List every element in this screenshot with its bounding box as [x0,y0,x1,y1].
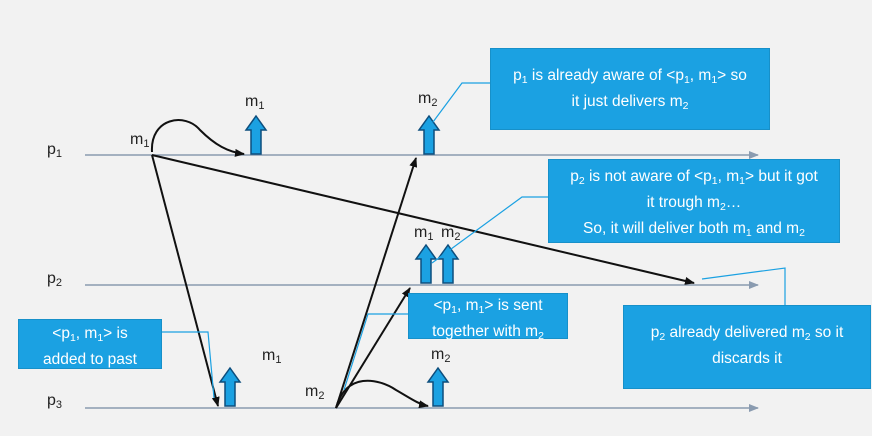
discard-box-leader [701,267,786,305]
label-m1-deliver-p1: m1 [245,93,265,112]
deliver-m1-p3-arrow [218,366,242,407]
m1-to-p3-arrow [151,154,220,407]
label-m1-send: m1 [130,131,150,150]
callout-sent-together: <p1, m1> is sent together with m2 [408,293,568,342]
p2-box-leader [431,196,548,264]
past-box-leader [162,331,215,399]
callout-p2-not-aware: p2 is not aware of <p1, m1> but it got i… [548,159,840,243]
label-m1-deliver-p2: m1 [414,224,434,243]
callout-p1-aware: p1 is already aware of <p1, m1> so it ju… [490,48,770,130]
deliver-m1-p2-arrow [414,243,438,284]
process-label-p2: p2 [47,270,63,289]
label-m1-deliver-p3: m1 [262,347,282,366]
label-m2-deliver-p2: m2 [441,224,461,243]
sent-box-leader [343,313,408,391]
deliver-m2-p1-arrow [417,114,441,155]
process-label-p3: p3 [47,392,63,411]
m2-self-arrow [335,379,429,409]
label-m2-deliver-p3: m2 [431,346,451,365]
m1-self-arrow [150,119,245,157]
m1-to-p2-arrow [151,154,695,285]
label-m2-send: m2 [305,383,325,402]
callout-added-to-past: <p1, m1> is added to past [18,319,162,369]
deliver-m1-p1-arrow [244,114,268,155]
p1-box-leader [432,82,490,123]
m2-to-p1-arrow [335,157,418,409]
label-m2-deliver-p1: m2 [418,90,438,109]
callout-discards: p2 already delivered m2 so it discards i… [623,305,871,389]
deliver-m2-p3-arrow [426,366,450,407]
process-label-p1: p1 [47,141,63,160]
m2-to-p2-arrow [335,287,411,409]
